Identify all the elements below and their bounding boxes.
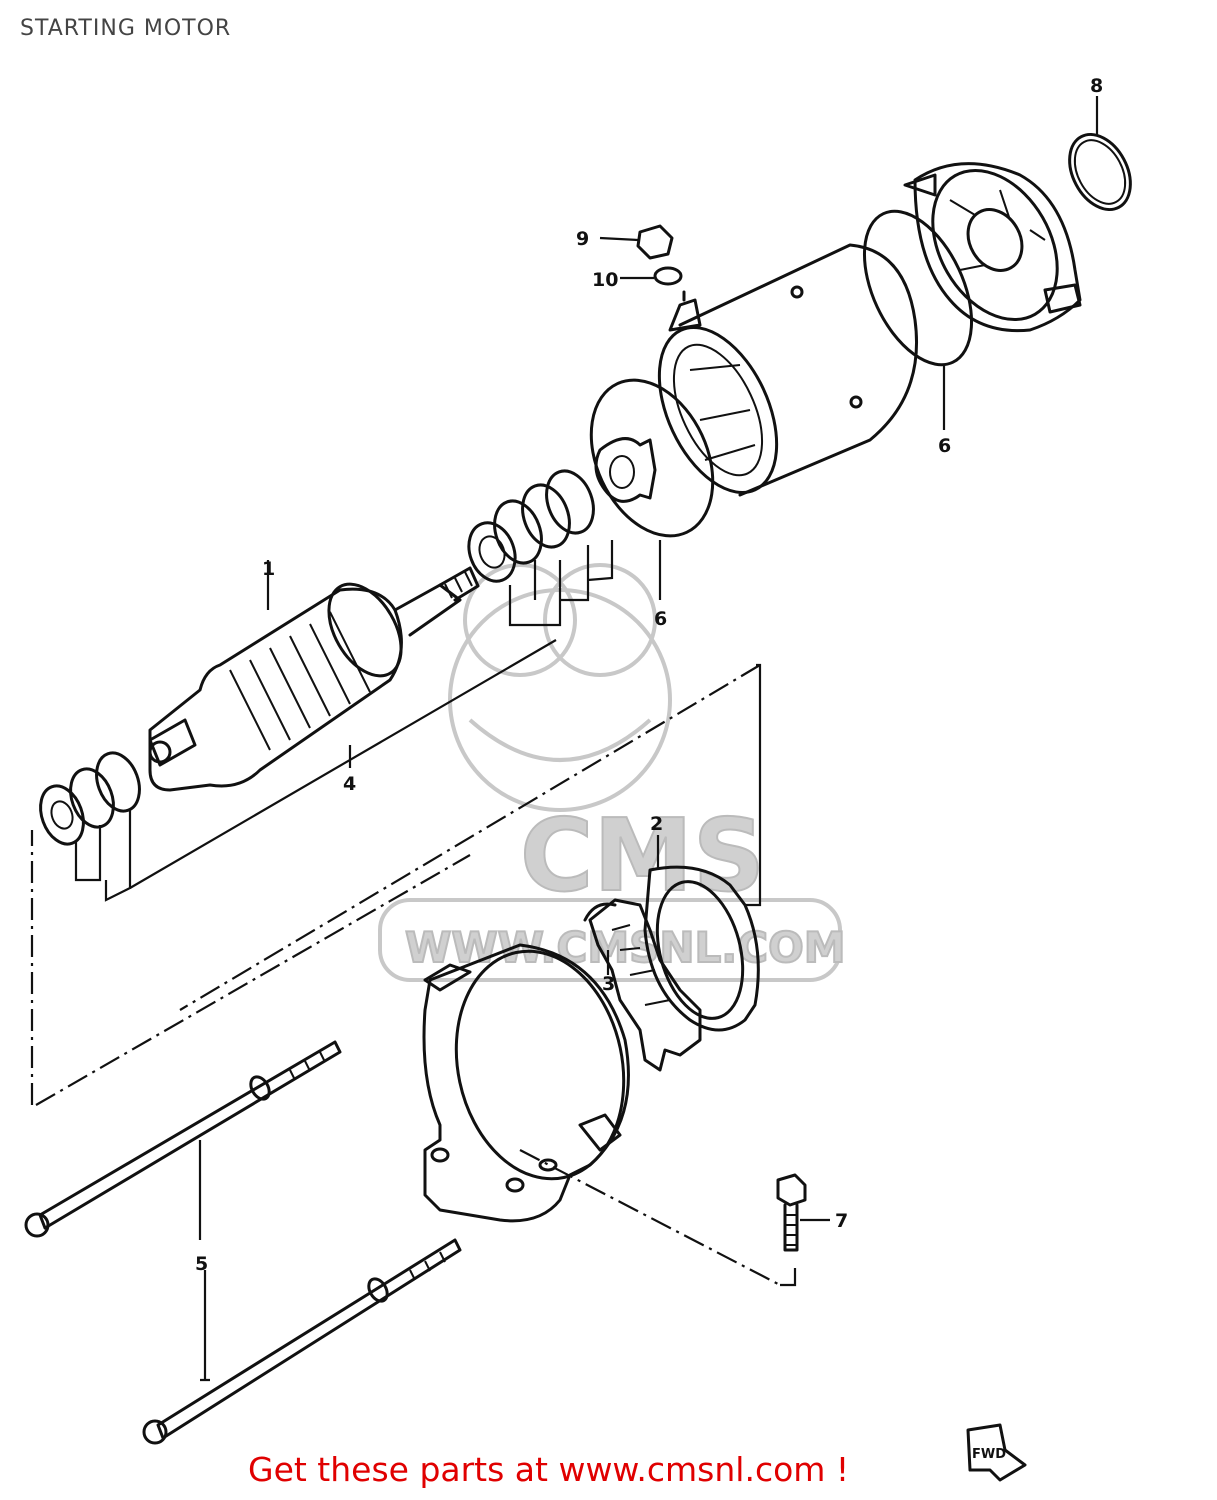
- yoke-housing: [657, 243, 919, 497]
- fwd-direction-marker: FWD: [966, 1423, 1027, 1482]
- callout-4: 4: [343, 773, 356, 795]
- watermark-url-text: WWW.CMSNL.COM: [405, 923, 846, 972]
- front-bracket-housing: [422, 943, 630, 1223]
- callout-1: 1: [262, 558, 275, 580]
- watermark-logo-text: CMS: [520, 797, 765, 914]
- shim-washers-upper: [467, 437, 657, 627]
- part-9-nut: [599, 224, 674, 260]
- shim-washers-lower: [39, 751, 141, 902]
- callout-10: 10: [592, 269, 618, 291]
- part-5-through-bolts: [24, 1040, 462, 1445]
- callout-9: 9: [576, 228, 589, 250]
- cms-watermark-logo: CMS WWW.CMSNL.COM: [378, 563, 847, 982]
- callout-7: 7: [835, 1210, 848, 1232]
- assembly-axis-lines: [30, 663, 797, 1287]
- part-4-leader: [129, 639, 557, 889]
- part-7-bolt: [776, 1173, 830, 1252]
- part-8-o-ring: [1068, 96, 1132, 212]
- part-1-armature: [148, 560, 480, 792]
- callout-5: 5: [195, 1253, 208, 1275]
- callout-6-lower: 6: [654, 608, 667, 630]
- diagram-title: STARTING MOTOR: [20, 16, 232, 41]
- callout-6-upper: 6: [938, 435, 951, 457]
- part-3-brush-set: [583, 898, 702, 1072]
- callout-3: 3: [602, 973, 615, 995]
- callout-2: 2: [650, 813, 663, 835]
- part-10-washer: [620, 266, 683, 286]
- fwd-marker-label: FWD: [972, 1447, 1006, 1462]
- footer-promo-link[interactable]: Get these parts at www.cmsnl.com !: [248, 1450, 850, 1489]
- part-6-o-ring-upper: [862, 209, 974, 430]
- rear-end-cover: [903, 162, 1082, 333]
- callout-8: 8: [1090, 75, 1103, 97]
- part-6-o-ring-lower: [589, 378, 715, 600]
